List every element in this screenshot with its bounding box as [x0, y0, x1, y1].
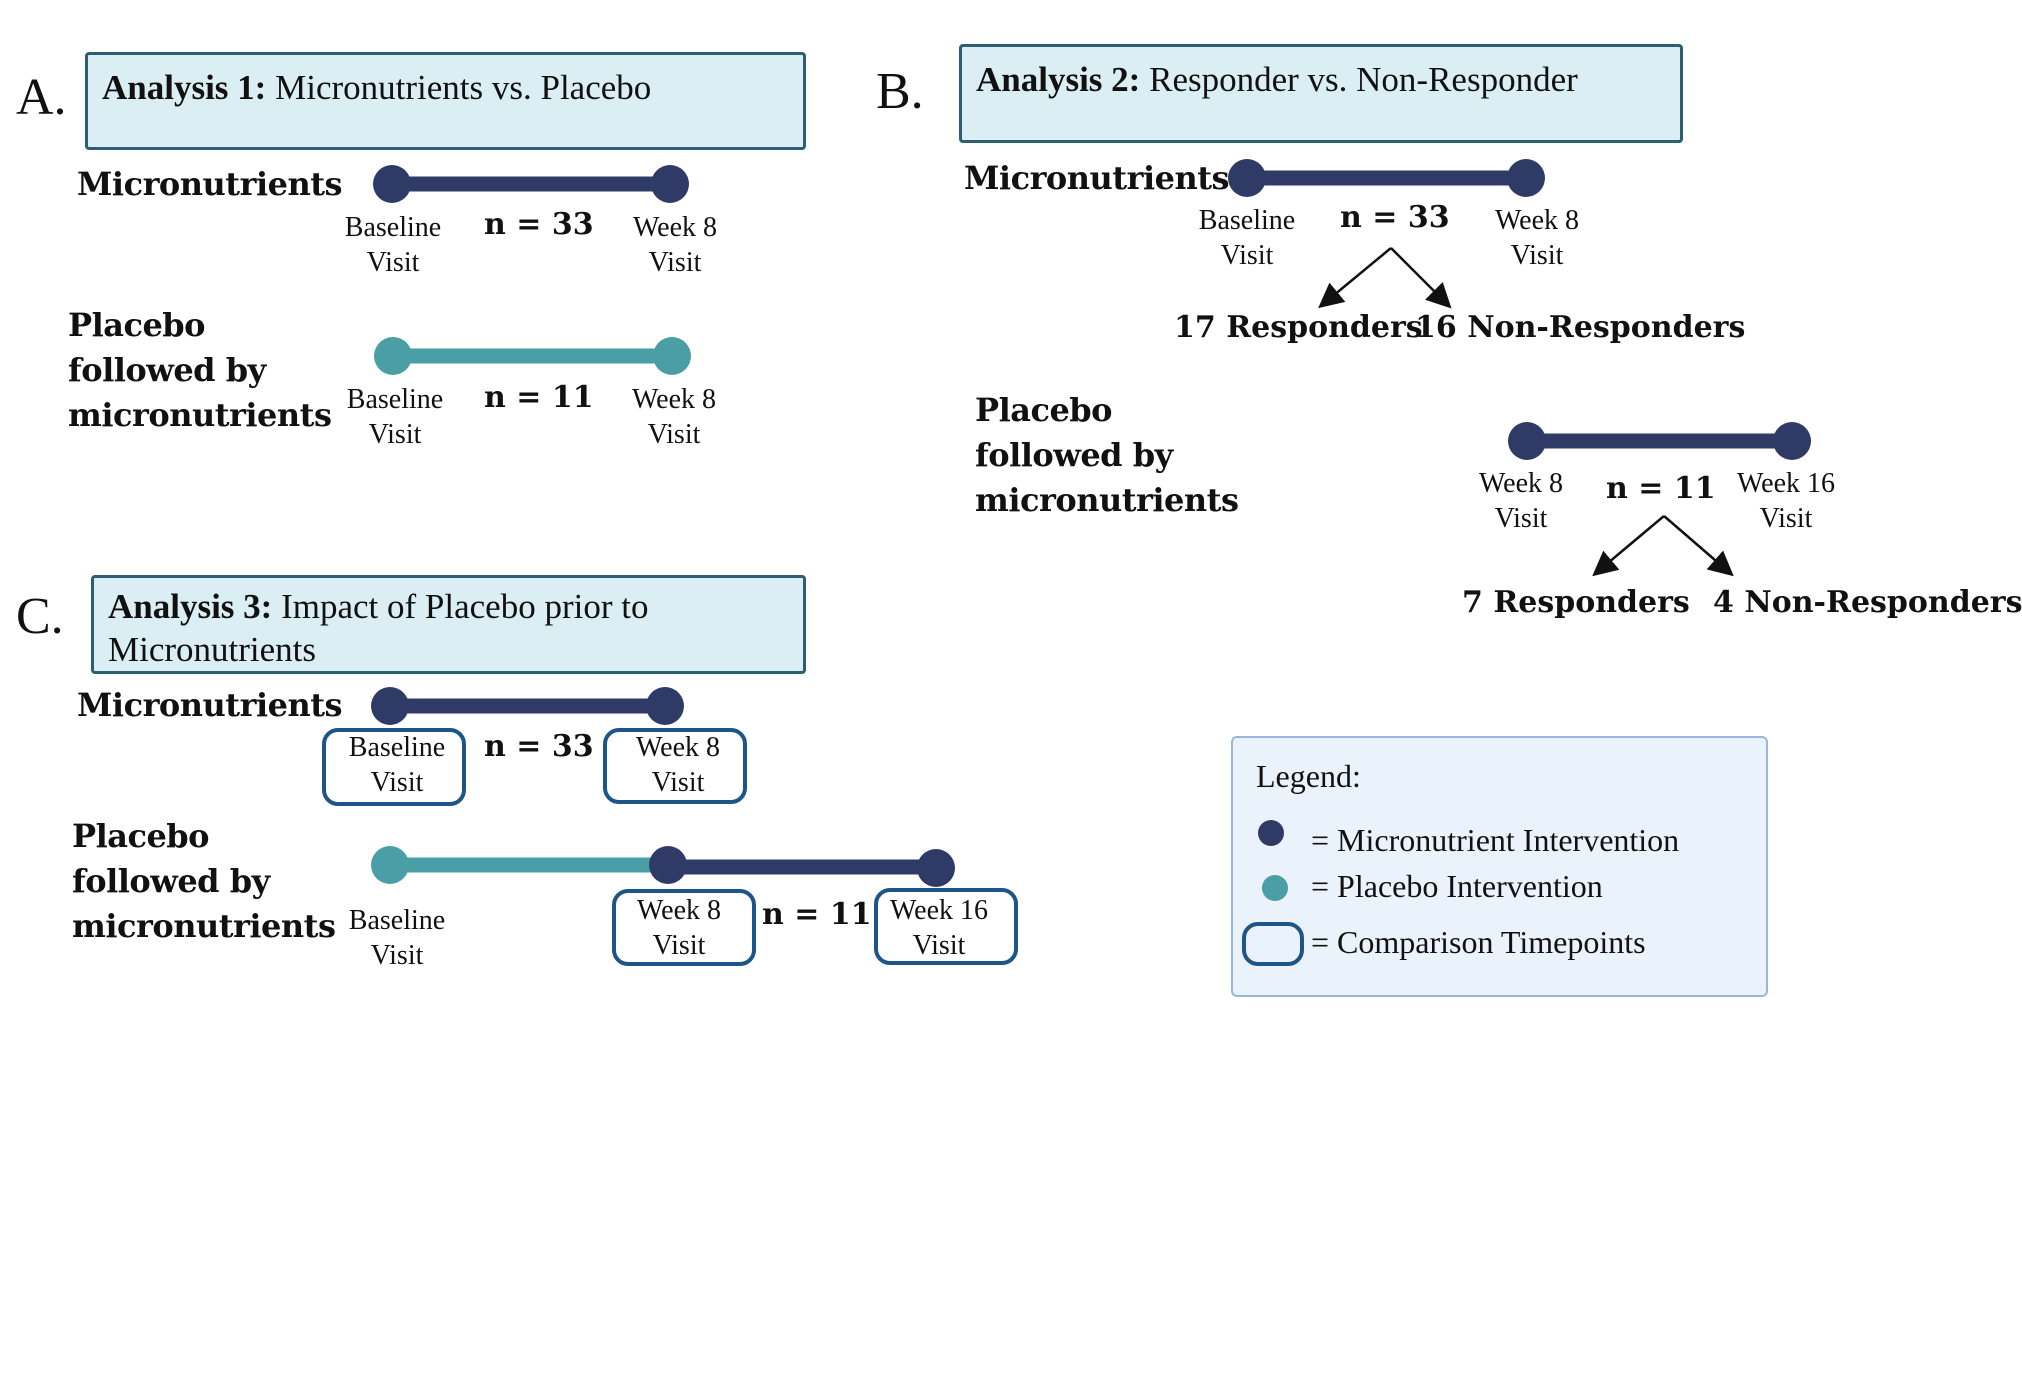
panelB-row1-end-visit: Week 8 Visit	[1494, 205, 1580, 271]
panelC-placebo-then-micronutrient-timeline	[371, 846, 955, 887]
panelB-row1-label: Micronutrients	[964, 159, 1230, 197]
panelB-row2-responders: 7 Responders	[1462, 585, 1690, 620]
panelC-title-bold: Analysis 3:	[108, 587, 273, 626]
panelB-micronutrient-split-arrows	[1318, 247, 1452, 309]
legend-title: Legend:	[1256, 758, 1361, 794]
panelB-row1-n: n = 33	[1340, 200, 1450, 235]
panelA-title-bold: Analysis 1:	[102, 68, 267, 107]
panelA-row1-start-visit: Baseline Visit	[344, 212, 442, 278]
panelB-row1-nonresponders: 16 Non-Responders	[1415, 310, 1746, 345]
panelA-title-text: Micronutrients vs. Placebo	[266, 68, 652, 107]
panelA-row2-end-visit: Week 8 Visit	[631, 384, 717, 450]
panelA-placebo-timeline	[374, 337, 691, 375]
panelC-row1-start-comparison-box	[322, 728, 466, 806]
panelC-row2-end-comparison-box	[874, 888, 1018, 965]
panelB-row2-nonresponders: 4 Non-Responders	[1713, 585, 2022, 620]
panelB-placebo-timeline	[1508, 422, 1811, 460]
panelA-row2-start-visit: Baseline Visit	[346, 384, 444, 450]
panelC-row1-end-comparison-box	[603, 728, 747, 804]
panelB-row1-start-visit: Baseline Visit	[1198, 205, 1296, 271]
panelA-title-box: Analysis 1: Micronutrients vs. Placebo	[85, 52, 806, 150]
panelC-row2-label: Placebo followed by micronutrients	[72, 817, 336, 945]
legend-micronutrient-label: = Micronutrient Intervention	[1311, 822, 1680, 858]
legend-placebo-label: = Placebo Intervention	[1311, 868, 1603, 904]
panelB-placebo-split-arrows	[1592, 515, 1734, 577]
panelB-row2-n: n = 11	[1606, 471, 1716, 506]
legend-box	[1231, 736, 1768, 997]
panelC-row2-n: n = 11	[762, 897, 872, 932]
panelC-row1-label: Micronutrients	[77, 686, 343, 724]
panelC-micronutrient-timeline	[371, 687, 684, 725]
panelC-row2-start-visit: Baseline Visit	[348, 905, 446, 971]
panelA-micronutrient-timeline	[373, 165, 689, 203]
panelA-row2-label: Placebo followed by micronutrients	[68, 306, 332, 434]
panelC-row1-start-visit: Baseline Visit	[348, 732, 446, 798]
panelC-row1-end-visit: Week 8 Visit	[635, 732, 721, 798]
legend-comparison-box-icon	[1242, 922, 1304, 966]
panelC-letter: C.	[16, 588, 64, 645]
panelA-row1-end-visit: Week 8 Visit	[632, 212, 718, 278]
panelB-title-text: Responder vs. Non-Responder	[1140, 60, 1578, 99]
panelB-row1-responders: 17 Responders	[1174, 310, 1423, 345]
legend-comparison-label: = Comparison Timepoints	[1311, 924, 1646, 960]
panelC-row1-n: n = 33	[484, 729, 594, 764]
panelC-row2-mid-comparison-box	[612, 889, 756, 966]
panelB-row2-start-visit: Week 8 Visit	[1478, 468, 1564, 534]
panelB-title-bold: Analysis 2:	[976, 60, 1141, 99]
panelA-row2-n: n = 11	[484, 380, 594, 415]
panelA-row1-n: n = 33	[484, 207, 594, 242]
panelC-row2-end-visit: Week 16 Visit	[889, 895, 989, 961]
panelC-row2-mid-visit: Week 8 Visit	[636, 895, 722, 961]
panelC-title-box: Analysis 3: Impact of Placebo prior to M…	[91, 575, 806, 674]
panelB-row2-label: Placebo followed by micronutrients	[975, 391, 1239, 519]
legend-micronutrient-dot-icon	[1258, 820, 1284, 846]
panelA-row1-label: Micronutrients	[77, 165, 343, 203]
panelA-letter: A.	[16, 69, 67, 126]
panelB-title-box: Analysis 2: Responder vs. Non-Responder	[959, 44, 1683, 143]
panelC-title-text: Impact of Placebo prior to Micronutrient…	[108, 587, 649, 669]
panelB-letter: B.	[876, 63, 924, 120]
legend-placebo-dot-icon	[1262, 875, 1288, 901]
panelB-micronutrient-timeline	[1228, 159, 1545, 197]
panelB-row2-end-visit: Week 16 Visit	[1736, 468, 1836, 534]
